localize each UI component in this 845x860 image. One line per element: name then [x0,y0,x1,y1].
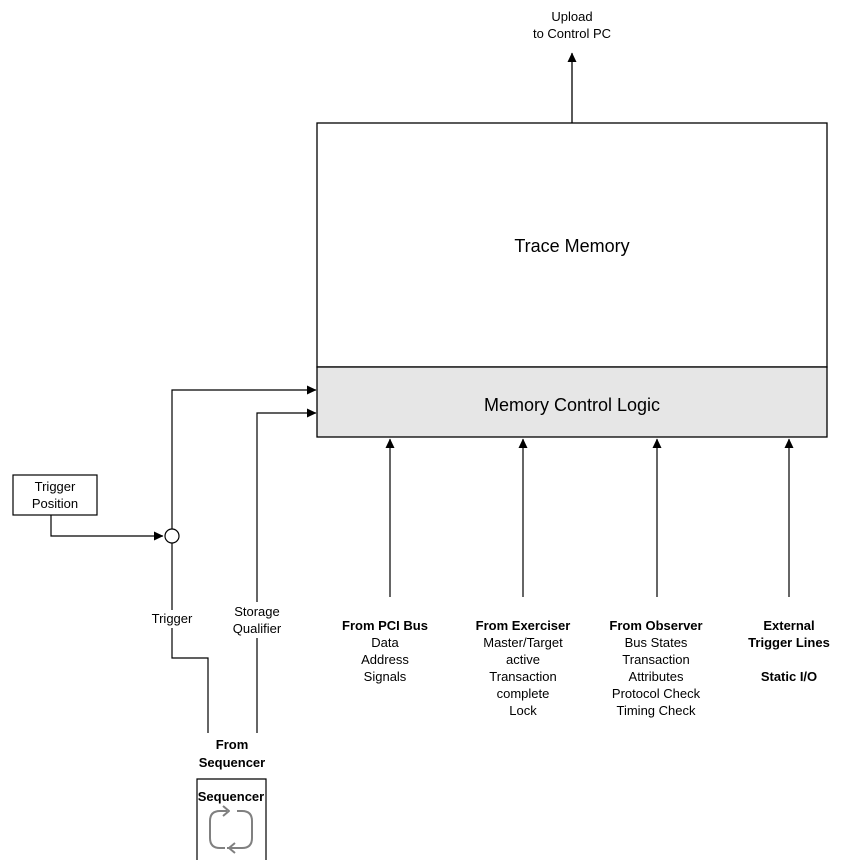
storage-qualifier-arrow [256,408,317,733]
upload-label-line1: Upload [551,9,592,24]
pci-bus-source: From PCI Bus Data Address Signals [342,618,428,684]
observer-item: Protocol Check [612,686,701,701]
exerciser-item: Lock [509,703,537,718]
exerciser-item: complete [497,686,550,701]
observer-title: From Observer [609,618,702,633]
loop-arrows-icon [209,805,253,854]
sequencer-box [196,778,267,860]
external-title-line2: Trigger Lines [748,635,830,650]
pci-bus-item: Signals [364,669,407,684]
exerciser-title: From Exerciser [476,618,571,633]
static-io-label: Static I/O [761,669,817,684]
exerciser-source: From Exerciser Master/Target active Tran… [476,618,571,718]
observer-item: Transaction [622,652,689,667]
memory-control-logic-block [316,366,828,438]
storage-qualifier-line2: Qualifier [233,621,282,636]
memory-control-logic-label: Memory Control Logic [484,395,660,415]
comparator-circle [164,528,180,544]
trace-memory-label: Trace Memory [514,236,629,256]
from-sequencer-line2: Sequencer [199,755,265,770]
observer-source: From Observer Bus States Transaction Att… [609,618,702,718]
exerciser-item: Transaction [489,669,556,684]
sequencer-label: Sequencer [198,789,264,804]
pci-bus-title: From PCI Bus [342,618,428,633]
trigger-arrow [171,385,317,529]
trigger-position-box [12,474,98,516]
external-trigger-source: External Trigger Lines Static I/O [748,618,830,684]
trigger-position-line1: Trigger [35,479,76,494]
upload-label-line2: to Control PC [533,26,611,41]
exerciser-item: active [506,652,540,667]
observer-item: Timing Check [617,703,696,718]
pci-bus-item: Data [371,635,399,650]
observer-item: Attributes [629,669,684,684]
observer-item: Bus States [625,635,688,650]
trigger-line-from-sequencer [171,543,209,733]
trigger-position-line2: Position [32,496,78,511]
trigger-position-arrow [50,515,164,541]
trigger-label: Trigger [152,611,193,626]
storage-qualifier-line1: Storage [234,604,280,619]
from-sequencer-line1: From [216,737,249,752]
external-title-line1: External [763,618,814,633]
exerciser-item: Master/Target [483,635,563,650]
pci-bus-item: Address [361,652,409,667]
